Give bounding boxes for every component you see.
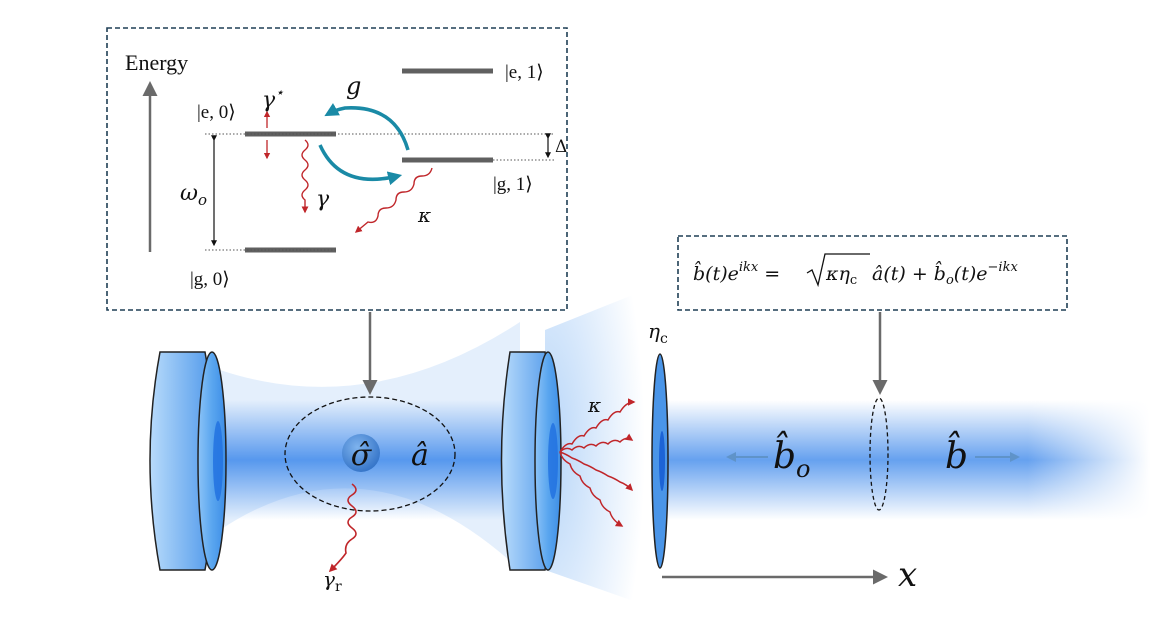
kappa-cavity-label: κ — [587, 393, 601, 417]
waveguide-cross-section — [869, 397, 889, 511]
b-right-label: b̂ — [945, 431, 968, 477]
label-g1: |g, 1⟩ — [493, 174, 533, 195]
right-mirror — [500, 351, 562, 571]
eta-c-label: ηc — [648, 319, 668, 347]
mode-volume-ellipse — [284, 396, 456, 512]
dotted-guides — [205, 133, 555, 251]
output-equation: b̂(t)eikx = κηc â(t) + b̂o(t)e−ikx — [693, 253, 1018, 288]
kappa-inset-label: κ — [417, 203, 431, 227]
label-e0: |e, 0⟩ — [197, 102, 236, 123]
coupling-arrow-up — [324, 103, 410, 151]
gamma-label: γ — [316, 187, 330, 212]
left-mirror — [149, 351, 227, 571]
x-axis-label: x — [898, 555, 917, 595]
b-out-left-label: b̂o — [773, 431, 811, 483]
gamma-r-decay-arrow — [328, 483, 357, 573]
label-e1: |e, 1⟩ — [505, 62, 544, 83]
kappa-decay-arrows — [559, 398, 636, 527]
detuning-label: Δ — [555, 137, 567, 157]
svg-text:â(t) + b̂o(t)e−ikx: â(t) + b̂o(t)e−ikx — [872, 260, 1018, 288]
gamma-r-label: γr — [323, 567, 342, 595]
energy-label: Energy — [125, 50, 188, 75]
kappa-inset-decay-arrow — [354, 167, 433, 233]
coupling-arrow-down — [318, 144, 403, 186]
equation-box — [677, 235, 1068, 311]
omega-label: ωo — [180, 181, 207, 209]
svg-text:κηc: κηc — [825, 263, 857, 288]
a-operator: â — [411, 438, 429, 473]
sigma-operator: σ̂ — [351, 438, 373, 473]
gamma-decay-arrow — [301, 139, 309, 214]
coupling-label: g — [346, 72, 361, 100]
atom — [342, 434, 380, 472]
output-coupler — [651, 353, 669, 569]
label-g0: |g, 0⟩ — [190, 269, 230, 290]
svg-text:b̂(t)eikx =: b̂(t)eikx = — [693, 260, 780, 285]
gamma-star-label: γ⋆ — [262, 85, 284, 113]
